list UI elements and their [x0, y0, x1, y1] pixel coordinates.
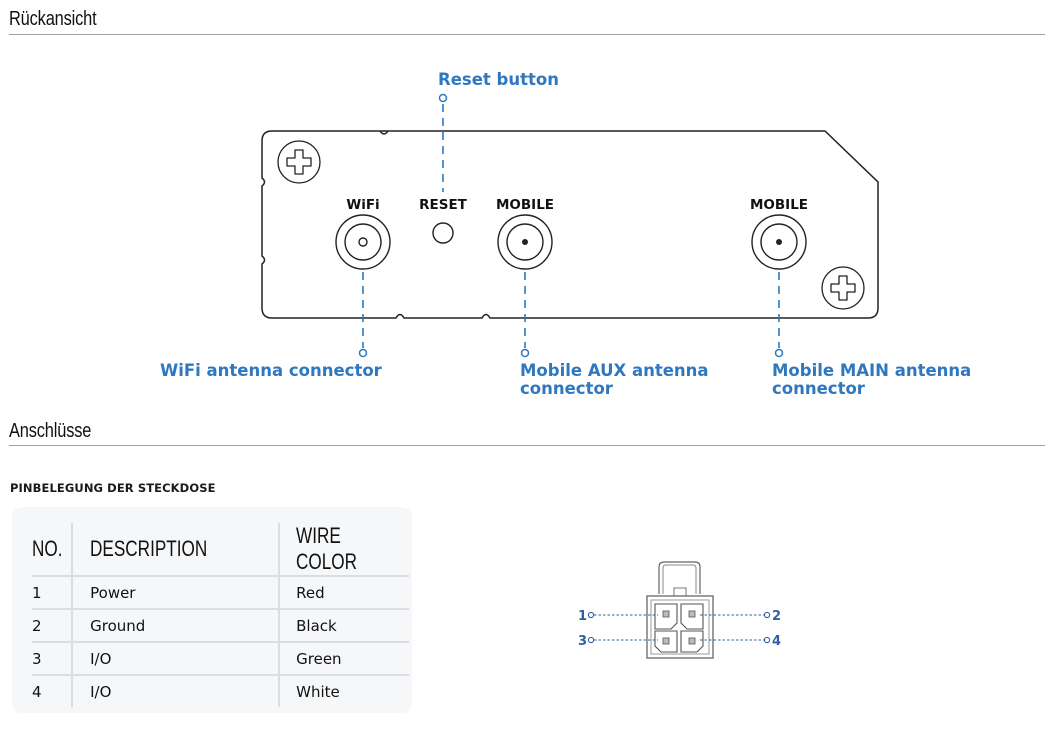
pin-label-1: 1 [578, 609, 587, 624]
callout-wifi-antenna: WiFi antenna connector [160, 361, 383, 380]
callout-dot [774, 348, 784, 358]
cell-no: 2 [32, 608, 73, 642]
callout-dot [520, 348, 530, 358]
cell-no: 1 [32, 575, 73, 609]
cell-description: I/O [71, 674, 280, 707]
port-label-mobile-aux: MOBILE [496, 197, 554, 213]
screw-icon [821, 266, 865, 310]
pinout-table: NO. DESCRIPTION WIRE COLOR 1 Power Red 2… [32, 523, 410, 707]
table-row: 2 Ground Black [32, 608, 410, 642]
callout-dot [358, 348, 368, 358]
port-label-reset: RESET [419, 197, 468, 213]
callout-reset-button: Reset button [438, 70, 559, 89]
callout-mobile-aux-line2: connector [520, 379, 614, 398]
column-header-no: NO. [32, 536, 63, 561]
cell-wire-color: Green [278, 641, 410, 675]
connectors-title: Anschlüsse [9, 420, 92, 442]
mobile-aux-connector-icon [497, 214, 553, 270]
cell-wire-color: Black [278, 608, 410, 642]
rear-panel-diagram: WiFi RESET MOBILE MOBILE Reset button Wi… [160, 70, 971, 398]
pin-label-2: 2 [772, 609, 781, 624]
table-row: 3 I/O Green [32, 641, 410, 675]
callout-mobile-aux-line1: Mobile AUX antenna [520, 361, 709, 380]
cell-no: 3 [32, 641, 73, 675]
cell-wire-color: Red [278, 575, 410, 609]
port-label-mobile-main: MOBILE [750, 197, 808, 213]
pin-label-4: 4 [772, 634, 781, 649]
callout-mobile-main-line1: Mobile MAIN antenna [772, 361, 971, 380]
column-header-description: DESCRIPTION [71, 523, 280, 576]
cell-wire-color: White [278, 674, 410, 707]
table-row: 4 I/O White [32, 674, 410, 707]
device-outline [261, 130, 879, 319]
mobile-main-connector-icon [751, 214, 807, 270]
screw-icon [277, 140, 321, 184]
pinout-title: PINBELEGUNG DER STECKDOSE [10, 481, 216, 495]
section-divider [9, 445, 1045, 446]
callout-dot [438, 93, 448, 103]
cell-no: 4 [32, 674, 73, 707]
cell-description: Power [71, 575, 280, 609]
wifi-connector-icon [335, 214, 391, 270]
section-divider [9, 34, 1045, 35]
table-header-row: NO. DESCRIPTION WIRE COLOR [32, 523, 410, 576]
pinout-table-card: NO. DESCRIPTION WIRE COLOR 1 Power Red 2… [12, 507, 412, 713]
port-label-wifi: WiFi [346, 197, 379, 213]
column-header-wire-color: WIRE COLOR [278, 523, 410, 576]
cell-description: Ground [71, 608, 280, 642]
connector-latch [658, 561, 701, 594]
cell-description: I/O [71, 641, 280, 675]
pin-label-3: 3 [578, 634, 587, 649]
reset-button-icon [432, 222, 454, 244]
table-row: 1 Power Red [32, 575, 410, 609]
callout-mobile-main-line2: connector [772, 379, 866, 398]
socket-pinout-diagram: 1 2 3 4 [578, 561, 781, 659]
rear-view-title: Rückansicht [9, 8, 97, 30]
